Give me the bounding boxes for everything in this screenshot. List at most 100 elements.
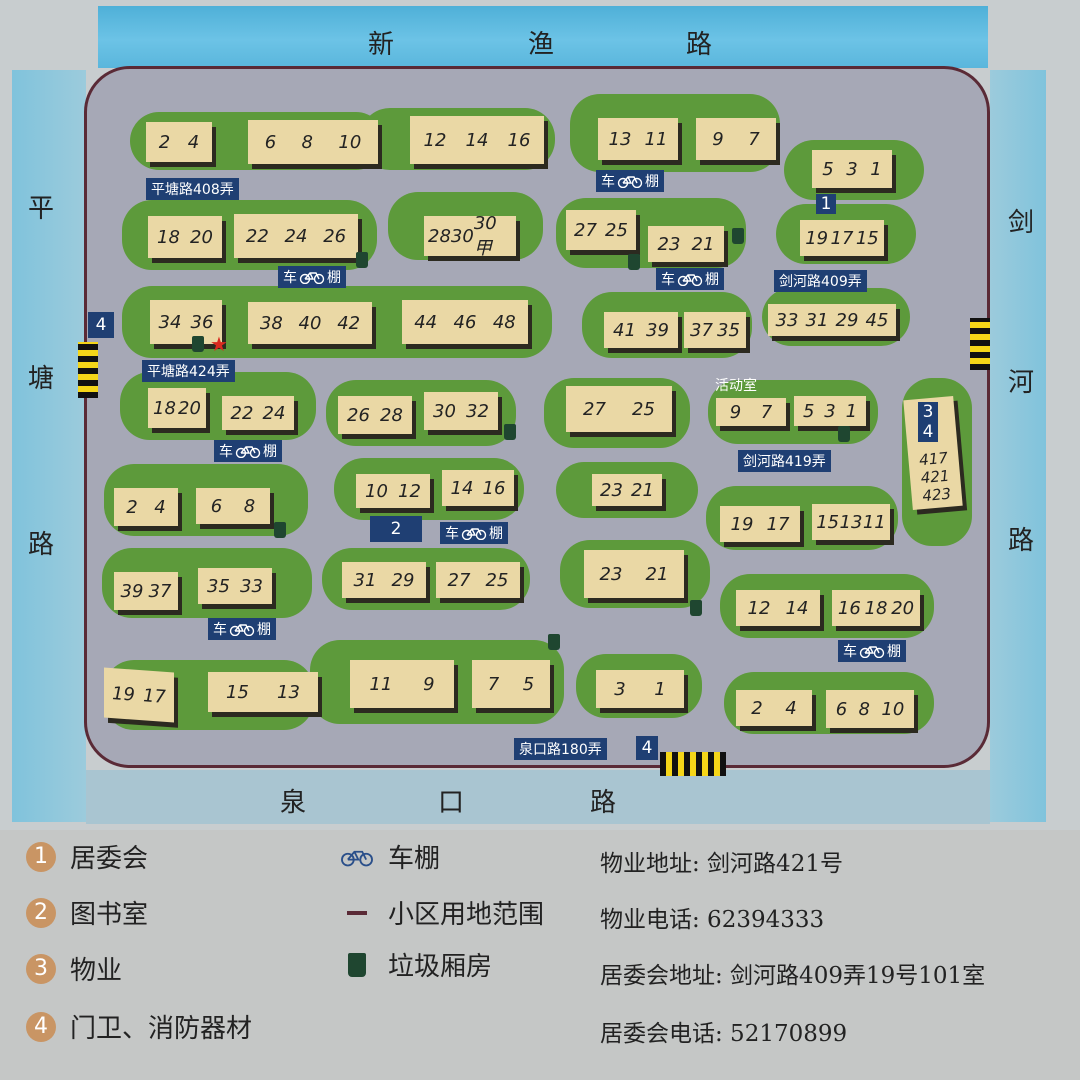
building-number: 8 [301, 131, 313, 153]
building-number: 6 [264, 131, 277, 153]
building-number: 33 [775, 309, 799, 331]
legend-panel: 1 居委会 2 图书室 3 物业 4 门卫、消防器材 车棚 小区用地范围 垃圾厢… [0, 830, 1080, 1080]
building-number: 19 [112, 682, 135, 706]
building-number: 30 [450, 225, 474, 247]
road-bottom-char: 路 [590, 788, 617, 818]
building-number: 20 [891, 597, 915, 619]
you-are-here-star-icon: ★ [210, 332, 228, 356]
legend-symbol: 车棚 [340, 838, 440, 875]
water-top [98, 6, 988, 68]
building-number: 12 [747, 597, 771, 619]
building-number: 40 [298, 312, 322, 334]
building-number: 423 [921, 484, 952, 506]
building-number: 7 [487, 673, 500, 695]
legend-number: 3 [26, 953, 56, 984]
building-number: 15 [226, 681, 249, 703]
building-number: 9 [712, 128, 724, 150]
bicycle-icon [299, 272, 325, 284]
building-number: 14 [450, 477, 474, 499]
legend-text: 物业 [70, 956, 123, 986]
bicycle-icon [461, 528, 487, 540]
building-number: 15 [816, 511, 840, 533]
trash-bin-icon [504, 424, 516, 440]
bike-shed-label: 车棚 [596, 170, 664, 192]
legend-text: 垃圾厢房 [388, 952, 493, 982]
building: 6 8 10 [248, 120, 378, 164]
trash-bin-icon [548, 634, 560, 650]
bicycle-icon [677, 274, 703, 286]
building-number: 11 [644, 128, 668, 150]
trash-bin-icon [732, 228, 744, 244]
bike-shed-text: 车 [445, 526, 459, 542]
building-number: 17 [143, 684, 166, 708]
legend-text: 图书室 [70, 900, 149, 930]
library-marker: 2 [370, 516, 422, 542]
activity-room-label: 活动室 [715, 378, 757, 394]
building-number: 18 [153, 397, 176, 419]
water-right [990, 70, 1046, 822]
legend-item: 3 物业 [26, 950, 122, 987]
building-number: 16 [482, 477, 506, 499]
legend-symbol: 垃圾厢房 [340, 946, 492, 983]
street-label: 平塘路424弄 [142, 360, 235, 382]
building-number: 10 [365, 480, 388, 502]
building-number: 11 [369, 673, 393, 695]
bicycle-icon [341, 850, 373, 866]
building-number: 45 [865, 309, 889, 331]
building-number: 3 [614, 678, 626, 700]
building-number: 25 [605, 219, 628, 241]
legend-number: 4 [26, 1011, 56, 1042]
building-number: 20 [178, 397, 201, 419]
gate-marker: 4 [918, 422, 938, 442]
bicycle-icon [617, 176, 643, 188]
building-number: 9 [423, 673, 435, 695]
water-bottom [86, 770, 990, 824]
legend-item: 2 图书室 [26, 894, 148, 931]
building-number: 37 [690, 319, 713, 341]
building-number: 38 [259, 312, 283, 334]
building-number: 36 [190, 311, 214, 333]
building-number: 10 [338, 131, 362, 153]
road-right-char: 河 [1008, 368, 1035, 398]
building-number: 41 [613, 319, 636, 341]
building-number: 22 [245, 225, 269, 247]
building-number: 4 [187, 131, 200, 153]
building-number: 35 [207, 575, 230, 597]
bike-shed-label: 车棚 [440, 522, 508, 544]
building-number: 17 [766, 513, 790, 535]
building-number: 12 [423, 129, 447, 151]
building-number: 25 [485, 569, 509, 591]
building-number: 24 [284, 225, 308, 247]
building-number: 16 [507, 129, 531, 151]
building-number: 48 [492, 311, 516, 333]
building-number: 2 [751, 697, 763, 719]
bike-shed-text: 棚 [645, 174, 659, 190]
building-number: 25 [632, 398, 655, 420]
bike-shed-text: 车 [283, 270, 297, 286]
road-top-char: 新 [368, 30, 395, 60]
building-number: 17 [830, 227, 854, 249]
bike-shed-text: 棚 [263, 444, 277, 460]
bike-shed-label: 车棚 [214, 440, 282, 462]
building-number: 32 [466, 400, 489, 422]
building-number: 27 [574, 219, 597, 241]
building-number: 37 [148, 580, 172, 602]
gate-stripe [970, 318, 990, 370]
